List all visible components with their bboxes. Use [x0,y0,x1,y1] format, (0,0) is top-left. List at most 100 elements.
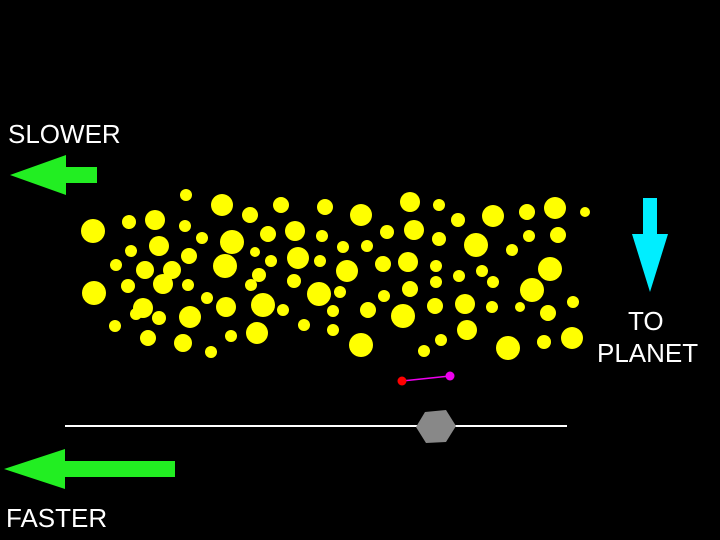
particle [398,252,418,272]
particle [515,302,525,312]
particle [260,226,276,242]
particle [506,244,518,256]
particle [432,232,446,246]
particle [201,292,213,304]
particle [307,282,331,306]
particle [453,270,465,282]
particle [246,322,268,344]
particle [496,336,520,360]
planet-arrow-icon [632,198,668,292]
particle [182,279,194,291]
particle [145,210,165,230]
faster-arrow-icon [4,449,175,489]
particle [196,232,208,244]
particle [457,320,477,340]
particle [334,286,346,298]
particle [317,199,333,215]
particle [350,204,372,226]
particle [476,265,488,277]
particle [110,259,122,271]
particle [430,276,442,288]
particle [520,278,544,302]
particle [287,247,309,269]
particle [519,204,535,220]
particle [327,305,339,317]
magenta-dot [446,372,455,381]
particle [180,189,192,201]
particle [109,320,121,332]
particle [540,305,556,321]
particle [391,304,415,328]
particle [378,290,390,302]
particle [349,333,373,357]
particle [122,215,136,229]
particle [213,254,237,278]
particle [149,236,169,256]
particle [482,205,504,227]
particle [451,213,465,227]
particle [360,302,376,318]
particle [251,293,275,317]
particle [179,220,191,232]
particle [82,281,106,305]
link-line [402,376,450,381]
particle [537,335,551,349]
particle [245,279,257,291]
particle [211,194,233,216]
particle [523,230,535,242]
particle [205,346,217,358]
particle [567,296,579,308]
particle [277,304,289,316]
particle [455,294,475,314]
particle [181,248,197,264]
red-dot [398,377,407,386]
slower-arrow-icon [10,155,97,195]
particle [561,327,583,349]
particle [550,227,566,243]
particle [464,233,488,257]
particle [337,241,349,253]
particle-cloud [81,189,590,360]
particle [400,192,420,212]
particle [580,207,590,217]
particle [427,298,443,314]
particle [486,301,498,313]
particle [435,334,447,346]
particle [287,274,301,288]
particle [242,207,258,223]
particle [273,197,289,213]
particle [538,257,562,281]
particle [316,230,328,242]
particle [174,334,192,352]
particle [216,297,236,317]
particle [220,230,244,254]
particle [250,247,260,257]
particle [327,324,339,336]
particle [125,245,137,257]
particle [298,319,310,331]
particle [430,260,442,272]
particle [179,306,201,328]
particle [153,274,173,294]
planet-icon [416,410,456,443]
particle [130,308,142,320]
particle [404,220,424,240]
particle [265,255,277,267]
particle [380,225,394,239]
particle [375,256,391,272]
particle [121,279,135,293]
particle [225,330,237,342]
particle [136,261,154,279]
particle [314,255,326,267]
particle [361,240,373,252]
particle [418,345,430,357]
particle [152,311,166,325]
particle [402,281,418,297]
particle [336,260,358,282]
particle [285,221,305,241]
particle [487,276,499,288]
particle [433,199,445,211]
particle [544,197,566,219]
particle [81,219,105,243]
